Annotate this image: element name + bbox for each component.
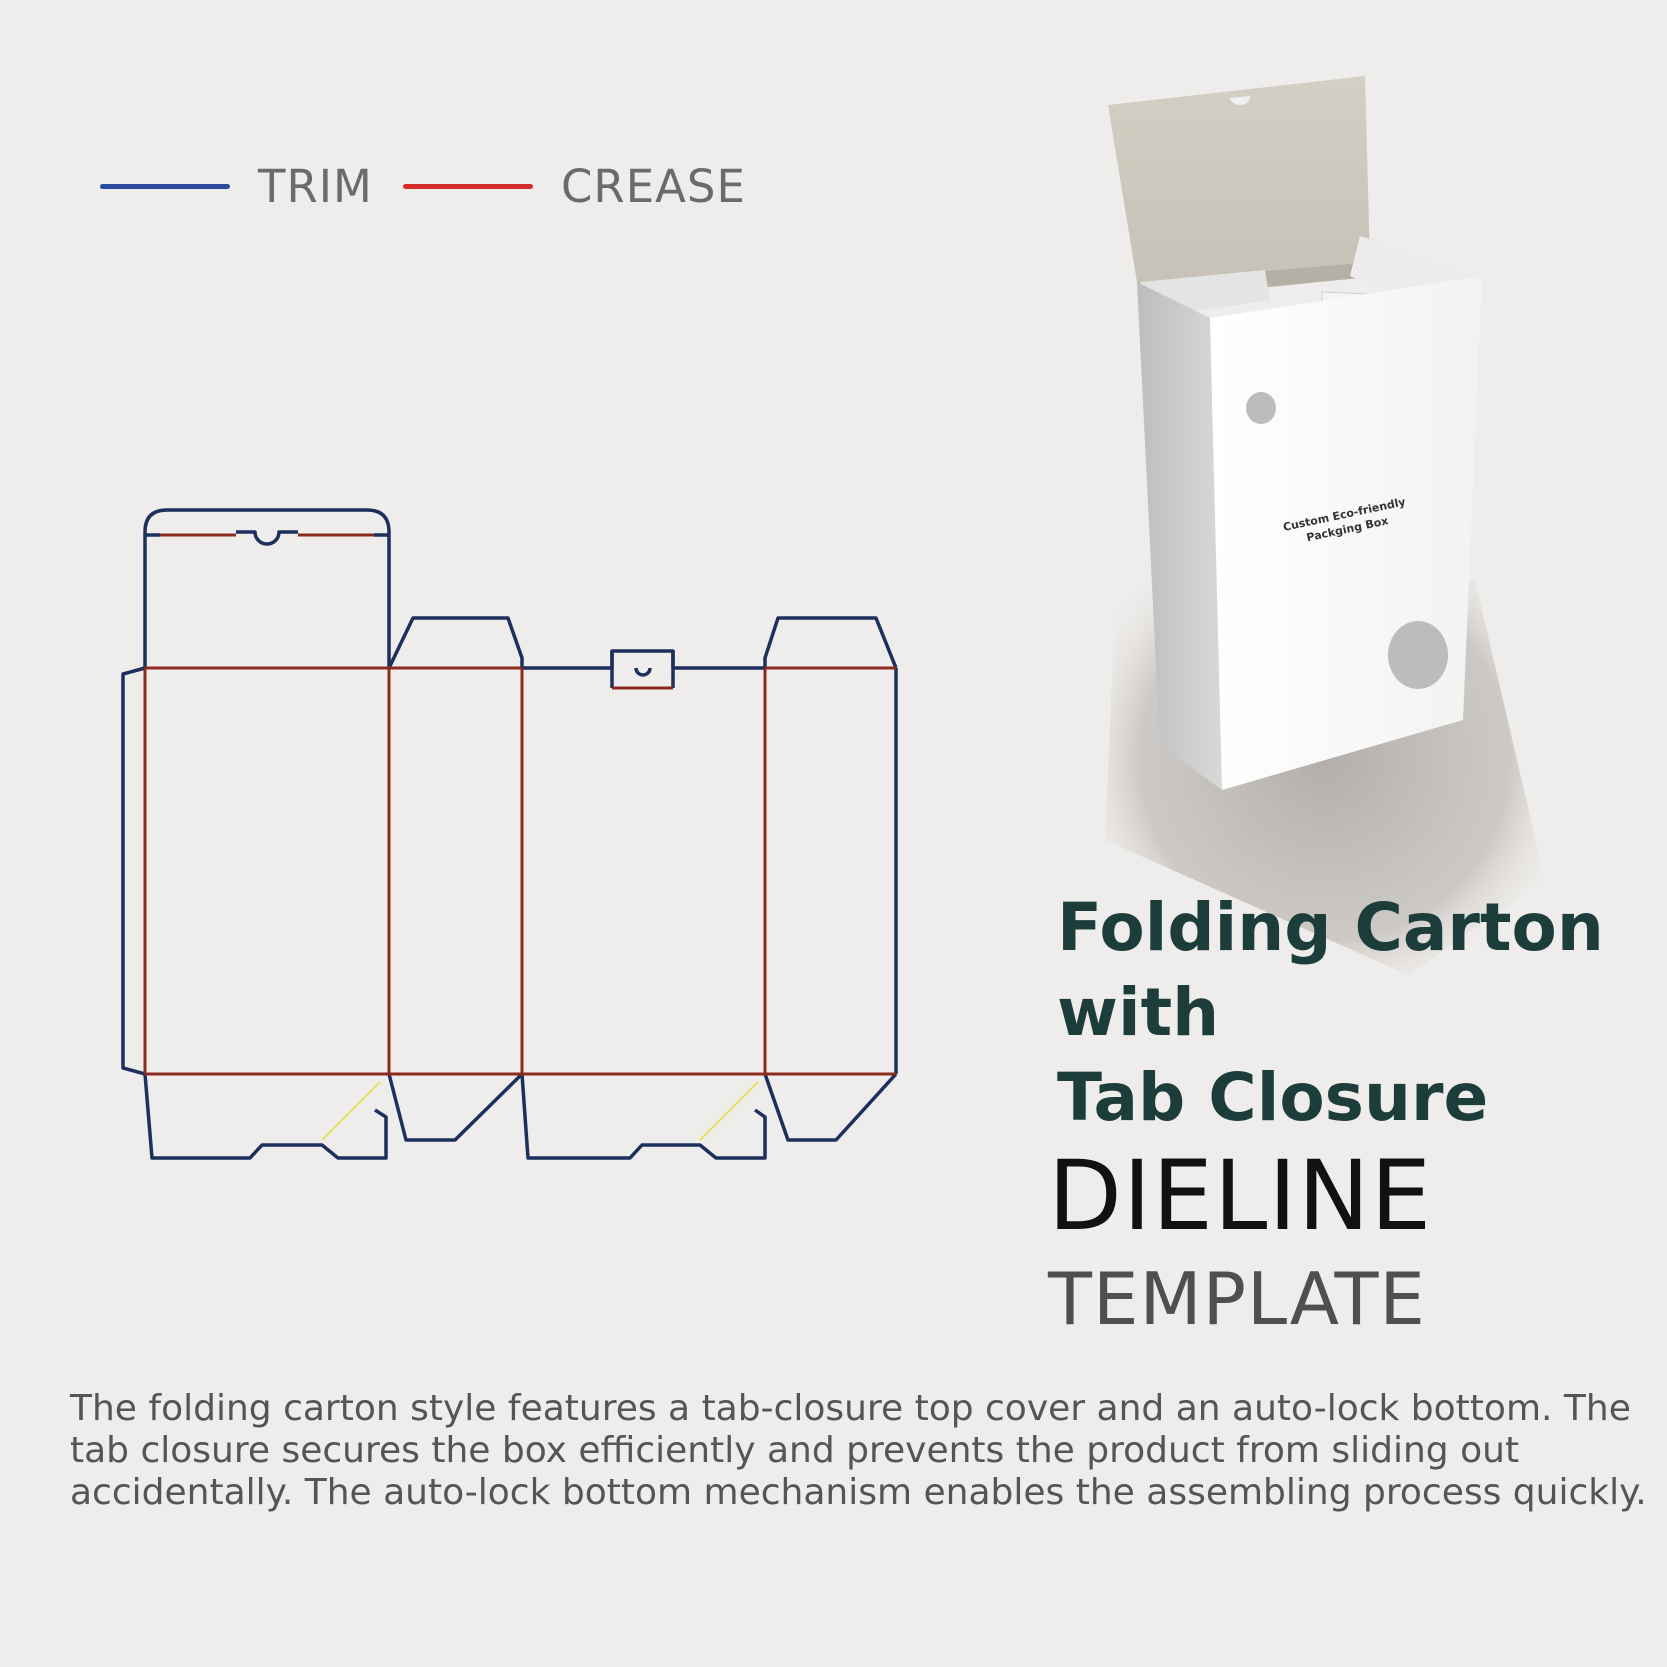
- legend-trim: TRIM: [100, 160, 373, 213]
- box-open-lid: [1108, 76, 1370, 282]
- dieline-cut-lines: [121, 508, 898, 1160]
- crease-line-swatch: [403, 184, 533, 189]
- dieline-crease-lines: [143, 533, 896, 1076]
- glue-line-2: [699, 1081, 759, 1141]
- tuck-notch: [236, 530, 298, 546]
- bottom-dust-flap-1: [387, 1072, 524, 1142]
- box-spot-small: [1246, 392, 1276, 424]
- dieline-glue-lines: [321, 1081, 759, 1141]
- glue-line-1: [321, 1081, 381, 1141]
- glue-flap: [121, 666, 146, 1076]
- trim-line-swatch: [100, 184, 230, 189]
- page-title: Folding Carton with Tab Closure: [1057, 885, 1604, 1140]
- legend-crease-label: CREASE: [561, 160, 746, 213]
- bottom-lock-flap-2: [520, 1073, 767, 1160]
- description-text: The folding carton style features a tab-…: [70, 1388, 1647, 1513]
- legend-crease: CREASE: [403, 160, 746, 213]
- bottom-lock-flap-1: [143, 1073, 388, 1160]
- title-line-1: Folding Carton: [1057, 889, 1604, 966]
- top-tuck-flap: [143, 508, 391, 668]
- top-dust-flap-1: [387, 616, 524, 669]
- top-dust-flap-2: [763, 616, 898, 669]
- lid-notch: [1230, 96, 1251, 106]
- template-heading: TEMPLATE: [1048, 1257, 1426, 1341]
- box-left-side: [1137, 282, 1222, 790]
- tab-hole: [634, 667, 652, 677]
- box-spot-large: [1388, 621, 1448, 689]
- legend-trim-label: TRIM: [258, 160, 373, 213]
- title-line-3: Tab Closure: [1057, 1059, 1489, 1136]
- bottom-dust-flap-2: [763, 1072, 898, 1142]
- dieline-heading: DIELINE: [1048, 1140, 1433, 1252]
- top-edge-with-tab: [522, 649, 765, 670]
- title-line-2: with: [1057, 974, 1220, 1051]
